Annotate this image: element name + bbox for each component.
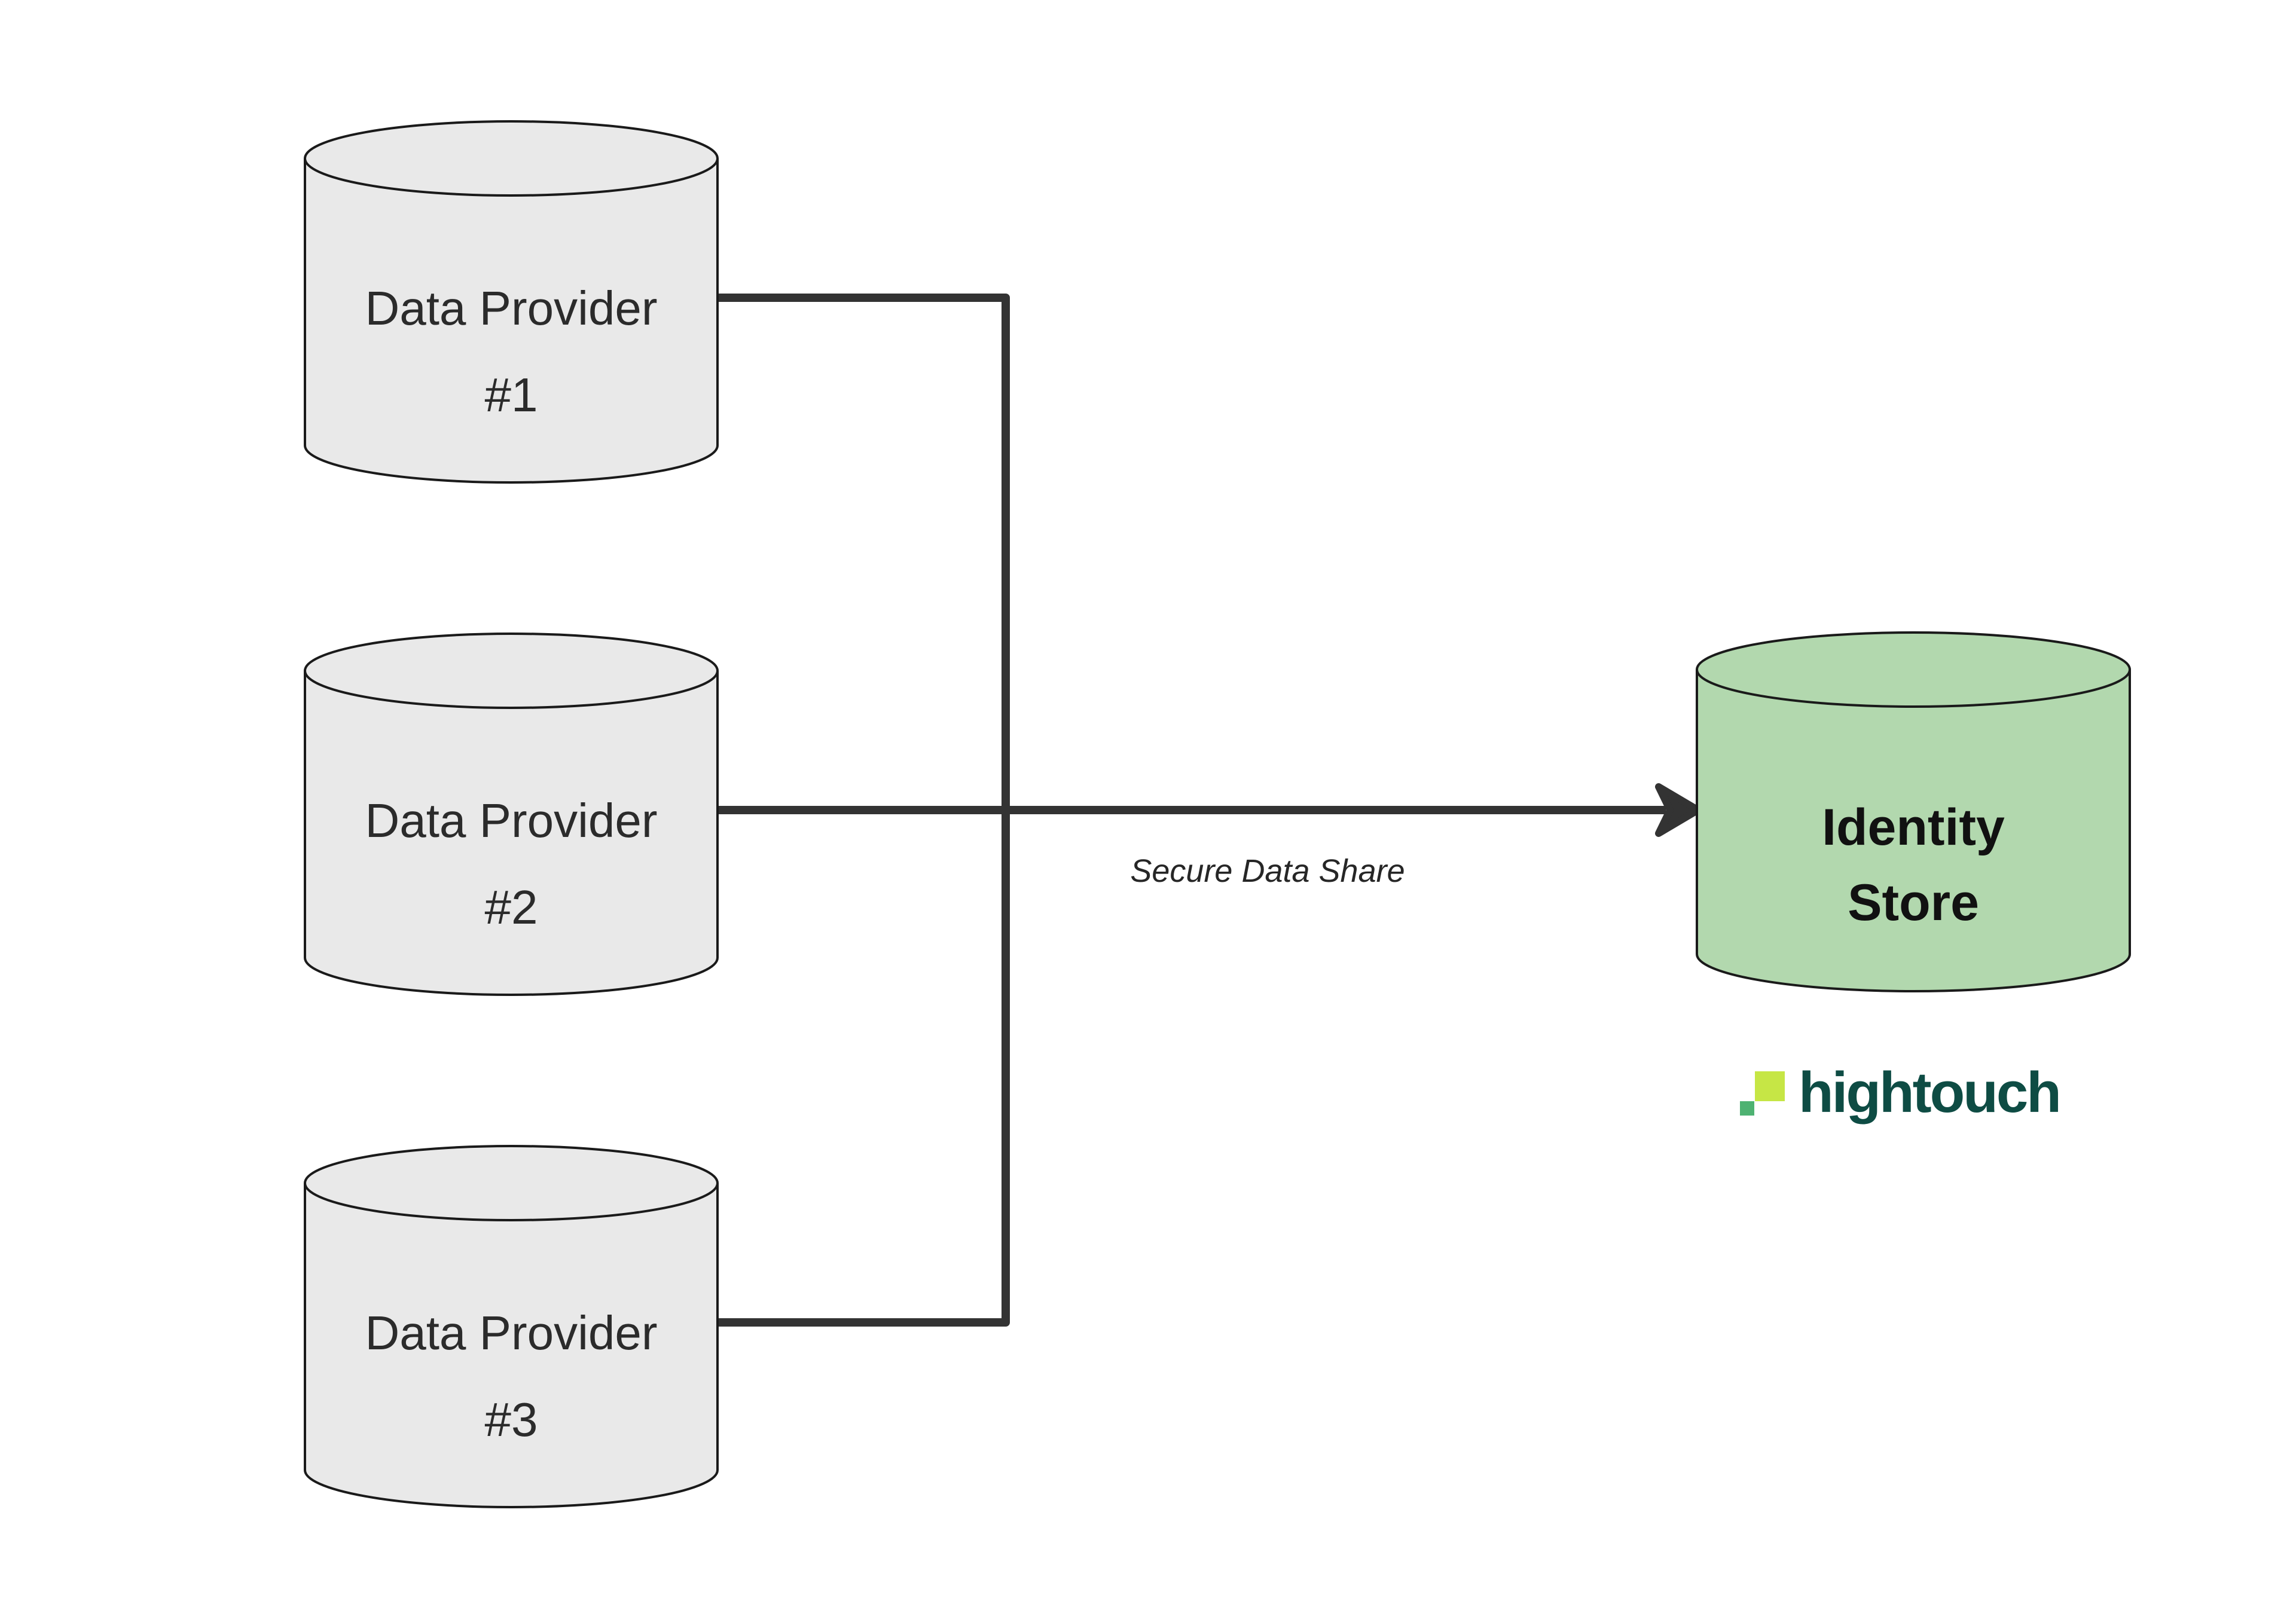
database-cylinder-icon — [1696, 631, 2131, 992]
provider1-label: Data Provider #1 — [305, 265, 718, 438]
provider3-label-line2: #3 — [484, 1393, 538, 1446]
cylinder-rim — [1696, 669, 2131, 708]
logo-small-square — [1740, 1101, 1754, 1116]
provider3-label: Data Provider #3 — [305, 1290, 718, 1463]
connector-group — [718, 294, 1702, 1327]
hightouch-wordmark: hightouch — [1799, 1061, 2062, 1125]
provider2-label-line1: Data Provider — [365, 794, 658, 847]
node-provider3-shape — [304, 1145, 719, 1508]
node-identity-shape — [1696, 631, 2131, 992]
arrowhead-icon — [1655, 783, 1702, 837]
cylinder-rim — [304, 158, 719, 197]
database-cylinder-icon — [304, 633, 719, 996]
provider1-label-line1: Data Provider — [365, 282, 658, 335]
edge-label-secure-data-share: Secure Data Share — [1130, 853, 1405, 889]
node-provider1-shape — [304, 120, 719, 484]
provider1-label-line2: #1 — [484, 368, 538, 421]
provider2-label-line2: #2 — [484, 881, 538, 934]
identity-label-line1: Identity — [1822, 799, 2005, 856]
logo-large-square — [1755, 1071, 1785, 1101]
node-provider2-shape — [304, 633, 719, 996]
database-cylinder-icon — [304, 120, 719, 484]
provider3-label-line1: Data Provider — [365, 1306, 658, 1359]
identity-label-line2: Store — [1848, 874, 1979, 931]
database-cylinder-icon — [304, 1145, 719, 1508]
hightouch-logo-mark-icon — [1740, 1071, 1785, 1116]
cylinder-rim — [304, 1183, 719, 1221]
provider2-label: Data Provider #2 — [305, 777, 718, 951]
identity-store-label: Identity Store — [1697, 790, 2130, 940]
hightouch-logo: hightouch — [1738, 1064, 2072, 1141]
cylinder-rim — [304, 670, 719, 709]
